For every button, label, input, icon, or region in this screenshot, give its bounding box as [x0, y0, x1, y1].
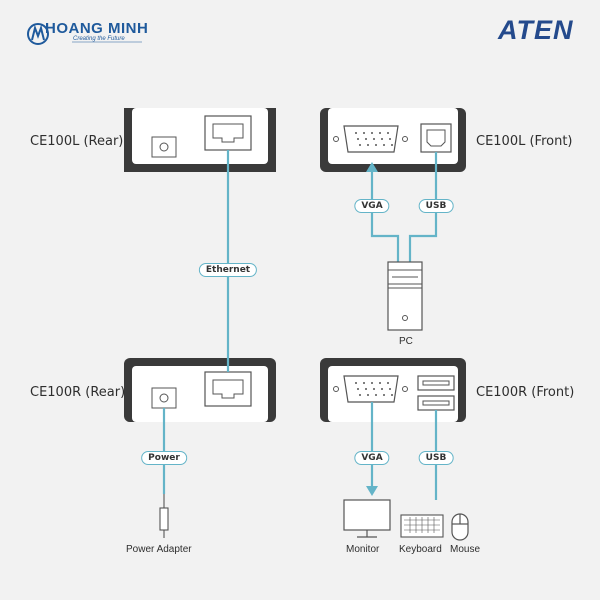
- power-adapter-label: Power Adapter: [126, 544, 192, 555]
- aten-logo: ATEN: [498, 15, 574, 45]
- keyboard-label: Keyboard: [399, 544, 442, 555]
- ce100r-front-label: CE100R (Front): [476, 385, 575, 400]
- usb-a-port-icon: [417, 375, 455, 391]
- ce100l-rear-label: CE100L (Rear): [30, 134, 124, 149]
- vga-tag-top: VGA: [354, 199, 390, 213]
- ce100r-front-unit: [320, 358, 466, 422]
- brand-slogan: Creating the Future: [73, 36, 125, 42]
- usb-tag-top: USB: [418, 199, 454, 213]
- power-jack-icon: [151, 387, 177, 409]
- brand-name: HOANG MINH: [45, 20, 149, 37]
- vga-cable-top: [370, 168, 400, 262]
- mouse-icon: [451, 513, 469, 541]
- ce100l-front-label: CE100L (Front): [476, 134, 573, 149]
- ce100l-rear-unit: [124, 108, 276, 172]
- power-plug-icon: [159, 494, 169, 538]
- ce100r-rear-unit: [124, 358, 276, 422]
- monitor-label: Monitor: [346, 544, 380, 555]
- hoang-minh-logo-icon: [27, 23, 142, 45]
- arrow-down-icon: [366, 486, 378, 496]
- ethernet-tag: Ethernet: [198, 263, 258, 277]
- usb-b-port-icon: [420, 123, 452, 153]
- ce100l-front-unit: [320, 108, 466, 172]
- ce100r-rear-label: CE100R (Rear): [30, 385, 126, 400]
- keyboard-icon: [400, 514, 444, 538]
- mouse-label: Mouse: [450, 544, 481, 555]
- pc-label: PC: [399, 336, 413, 347]
- power-tag: Power: [141, 451, 187, 465]
- monitor-icon: [343, 499, 391, 538]
- arrow-up-icon: [366, 162, 378, 172]
- power-jack-icon: [151, 136, 177, 158]
- usb-tag-bottom: USB: [418, 451, 454, 465]
- rj45-port-icon: [204, 115, 252, 151]
- vga-tag-bottom: VGA: [354, 451, 390, 465]
- rj45-port-icon: [204, 371, 252, 407]
- usb-cable-top: [408, 152, 438, 262]
- pc-icon: [387, 261, 423, 331]
